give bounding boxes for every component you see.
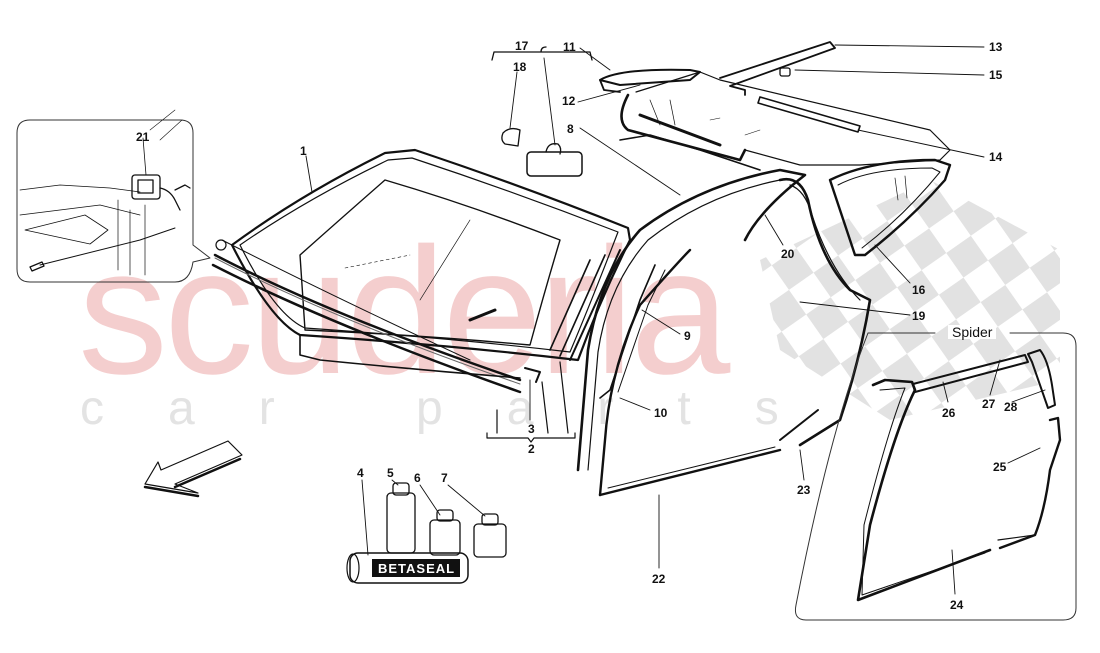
- callout-19: 19: [912, 309, 926, 323]
- watermark-brand: scuderia: [78, 211, 730, 412]
- callout-2: 2: [528, 442, 535, 456]
- callout-13: 13: [989, 40, 1003, 54]
- callout-25: 25: [993, 460, 1007, 474]
- leader-lines: [305, 44, 1046, 595]
- callout-16: 16: [912, 283, 926, 297]
- callout-11: 11: [563, 40, 576, 54]
- callout-17: 17: [515, 39, 529, 53]
- callout-7: 7: [441, 471, 448, 485]
- inset-box-21: [16, 109, 211, 283]
- callout-28: 28: [1004, 400, 1018, 414]
- callout-10: 10: [654, 406, 668, 420]
- callout-12: 12: [562, 94, 576, 108]
- callout-15: 15: [989, 68, 1003, 82]
- spider-inset-box: [795, 332, 1077, 621]
- callout-14: 14: [989, 150, 1003, 164]
- rear-glass-assembly: [599, 41, 951, 166]
- callout-20: 20: [781, 247, 795, 261]
- callout-22: 22: [652, 572, 666, 586]
- product-label-betaseal: BETASEAL: [378, 561, 456, 576]
- callout-1: 1: [300, 144, 307, 158]
- callout-5: 5: [387, 466, 394, 480]
- bracket-2: [486, 361, 576, 443]
- callout-23: 23: [797, 483, 811, 497]
- callout-21: 21: [136, 130, 150, 144]
- callout-24: 24: [950, 598, 964, 612]
- direction-arrow-icon: [143, 440, 243, 498]
- door-frame-seals: [576, 134, 872, 497]
- callout-26: 26: [942, 406, 956, 420]
- spider-inset-title: Spider: [948, 325, 997, 339]
- callout-4: 4: [357, 466, 364, 480]
- callout-18: 18: [513, 60, 527, 74]
- callout-27: 27: [982, 397, 996, 411]
- mirror-parts: [491, 46, 593, 177]
- windshield-assembly: [211, 148, 632, 394]
- quarter-window: [828, 158, 952, 257]
- watermark-tagline: car parts: [80, 382, 843, 435]
- checkered-flag-watermark: [760, 180, 1060, 420]
- adhesive-products: [346, 482, 507, 584]
- callout-8: 8: [567, 122, 574, 136]
- callout-9: 9: [684, 329, 691, 343]
- callout-3: 3: [528, 422, 535, 436]
- callout-6: 6: [414, 471, 421, 485]
